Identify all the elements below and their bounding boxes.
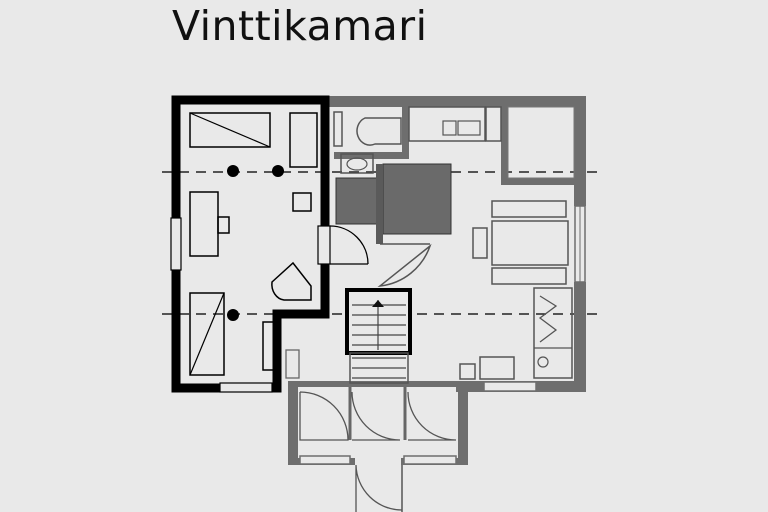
- entrance-door: [355, 464, 403, 512]
- attic-door-opening: [317, 225, 331, 265]
- shaded-strip: [376, 164, 383, 244]
- attic-left-window: [170, 217, 182, 271]
- entry-shelf: [285, 349, 300, 379]
- stove-icon: [485, 106, 502, 142]
- entry-gap: [355, 455, 401, 465]
- roof-post-3: [227, 309, 239, 321]
- attic-wardrobe: [289, 112, 318, 168]
- vestibule-top-wall: [288, 381, 468, 387]
- sink-icon: [340, 153, 374, 174]
- kitchen-sink-2: [457, 120, 481, 136]
- house-top-wall: [328, 96, 586, 107]
- bed-bottom: [189, 292, 225, 376]
- vestibule-door-2: [351, 391, 401, 441]
- desk: [189, 191, 219, 257]
- hall-door-swing: [377, 243, 432, 288]
- bed-top: [189, 112, 271, 148]
- kitchen-sink: [442, 120, 457, 136]
- shaded-dining: [382, 163, 452, 235]
- closet-wall-left: [501, 107, 508, 185]
- vestibule-right-wall: [458, 381, 468, 465]
- small-cabinet: [479, 356, 515, 380]
- lower-stair-sides: [349, 352, 409, 384]
- sofa: [491, 220, 569, 266]
- closet-wall-bottom: [501, 178, 574, 185]
- attic-shelf: [262, 321, 275, 371]
- toilet-icon: [356, 117, 402, 146]
- vestibule-door-3: [407, 391, 457, 441]
- roof-post-2: [272, 165, 284, 177]
- bed-bottom-diagonal: [189, 292, 225, 376]
- sink-basin-icon: [346, 157, 368, 171]
- armchair-icon: [271, 261, 312, 301]
- vestibule-left-wall: [288, 381, 298, 465]
- washer-icon: [537, 356, 549, 368]
- stair-direction-icon: [372, 300, 384, 307]
- existing-house: [288, 96, 586, 512]
- attic-bottom-window: [219, 382, 273, 393]
- bathroom-wall-bottom: [334, 152, 409, 159]
- attic-room: [170, 95, 369, 393]
- small-box: [459, 363, 476, 380]
- wardrobe-zigzag: [538, 295, 558, 343]
- bottom-window: [483, 381, 537, 392]
- bathroom-wall-right: [402, 107, 409, 159]
- plan-title: Vinttikamari: [172, 2, 428, 50]
- closet-floor: [507, 106, 575, 179]
- house-right-wall-lower: [574, 282, 586, 392]
- nightstand: [292, 192, 312, 212]
- sofa-back: [491, 200, 567, 218]
- house-right-wall-upper: [574, 96, 586, 206]
- vestibule-window-right: [403, 455, 457, 465]
- roof-post-1: [227, 165, 239, 177]
- bed-top-diagonal: [189, 112, 271, 148]
- vestibule-door-1: [299, 391, 349, 441]
- attic-door-swing: [329, 225, 369, 265]
- attic-room-walls: [171, 95, 330, 393]
- desk-chair: [217, 216, 230, 234]
- toilet-tank: [333, 111, 343, 147]
- vestibule-window-left: [299, 455, 351, 465]
- shaded-hall: [335, 177, 379, 225]
- kitchen-counter: [408, 106, 486, 142]
- side-table: [472, 227, 488, 259]
- sofa-front: [491, 267, 567, 285]
- wardrobe: [533, 287, 573, 379]
